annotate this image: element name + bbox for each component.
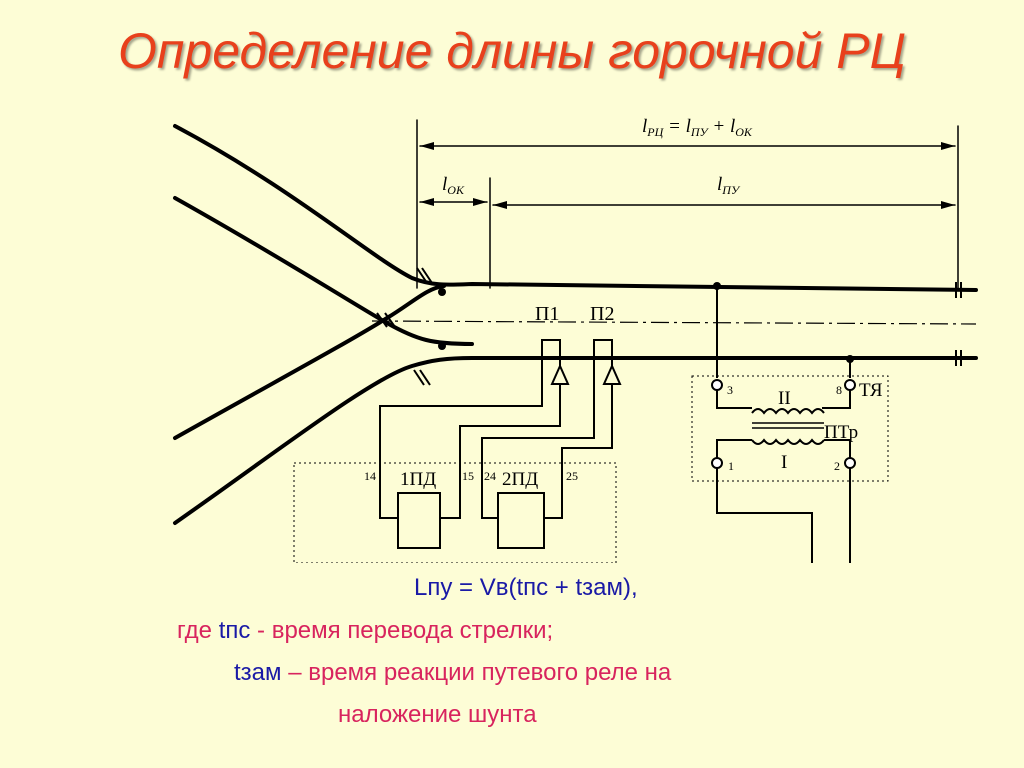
p2-label: П2 [590,303,614,325]
terminal-24: 24 [484,469,496,483]
formula-line-3: tзам – время реакции путевого реле на [234,659,672,686]
dim-total-label: lРЦ = lПУ + lОК [642,116,753,139]
terminal-8: 8 [836,383,842,397]
track-circuit-diagram: lРЦ = lПУ + lОК lОК lПУ П1 П2 1ПД 2ПД 14… [173,116,978,563]
winding-2-label: II [778,388,791,409]
winding-1-label: I [781,452,787,473]
pd2-label: 2ПД [502,469,538,490]
terminal-1: 1 [728,459,734,473]
pd1-label: 1ПД [400,469,436,490]
terminal-25: 25 [566,469,578,483]
tya-label: ТЯ [859,380,883,401]
ptr-label: ПТр [824,422,858,443]
var-tzam: tзам [234,659,282,686]
formula-main: Lпу = Vв(tпс + tзам), [414,574,638,601]
formula-line-2: где tпс - время перевода стрелки; [177,617,554,644]
formula-line-4: наложение шунта [338,701,537,728]
dim-pu-label: lПУ [717,174,741,197]
page-title: Определение длины горочной РЦ [118,23,906,79]
dim-ok-label: lОК [442,174,465,197]
p1-label: П1 [535,303,559,325]
terminal-14: 14 [364,469,376,483]
var-tps: tпс [218,617,251,644]
terminal-15: 15 [462,469,474,483]
terminal-3: 3 [727,383,733,397]
terminal-2: 2 [834,459,840,473]
